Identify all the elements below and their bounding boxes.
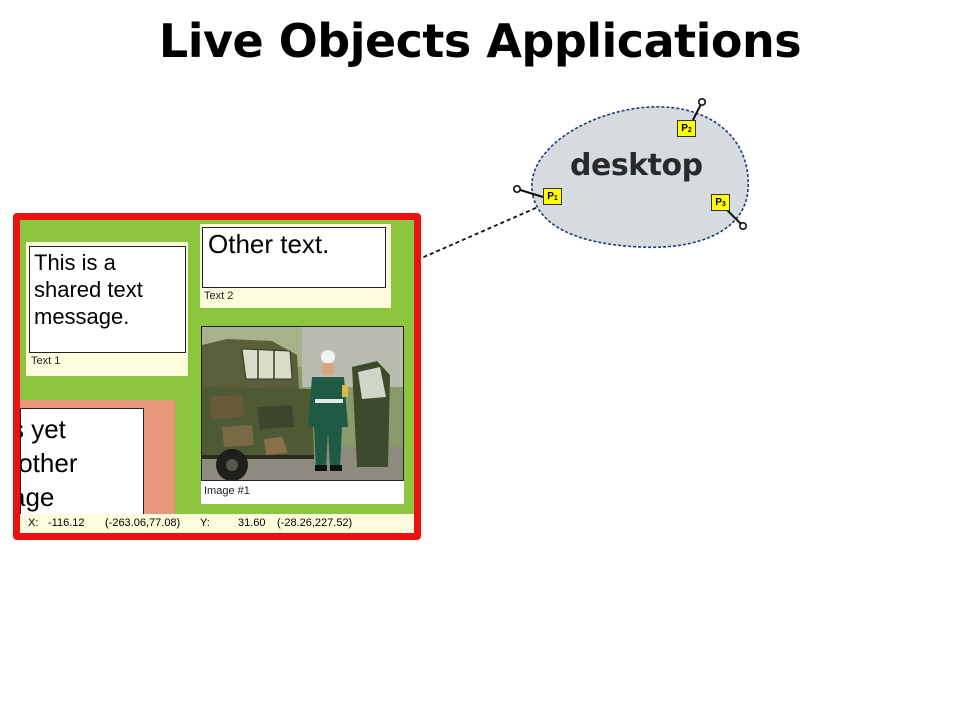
text2-content[interactable]: Other text. — [202, 227, 386, 288]
pin-p3-index: 3 — [721, 201, 726, 208]
status-y-pair: (-28.26,227.52) — [277, 517, 353, 529]
pin-1-stick — [516, 188, 544, 198]
text2-caption: Text 2 — [204, 290, 234, 302]
image-object[interactable]: Image #1 — [201, 326, 404, 504]
status-y-value: 31.60 — [238, 517, 266, 529]
photo-drawing — [202, 327, 403, 480]
connector-line — [416, 206, 539, 261]
coordinate-status-bar: X: -116.12 (-263.06,77.08) Y: 31.60 (-28… — [20, 514, 414, 533]
status-y-label: Y: — [200, 517, 210, 529]
pin-p2[interactable]: P2 — [677, 120, 696, 137]
soldier-jeep-photo — [201, 326, 404, 481]
text3-object[interactable]: s yet other age — [20, 400, 175, 520]
text3-content[interactable]: s yet other age — [20, 408, 144, 520]
pin-1-knob — [512, 185, 521, 194]
slide-title: Live Objects Applications — [158, 14, 802, 68]
text1-caption: Text 1 — [31, 355, 61, 367]
text3-clipped-text: s yet other age — [20, 414, 78, 512]
text1-content[interactable]: This is a shared text message. — [29, 246, 186, 353]
status-x-value: -116.12 — [48, 517, 85, 529]
pin-p3-letter: P — [715, 197, 722, 208]
pin-p3[interactable]: P3 — [711, 194, 730, 211]
desktop-blob — [531, 106, 749, 249]
status-x-pair: (-263.06,77.08) — [105, 517, 181, 529]
pin-3-knob — [738, 222, 747, 231]
status-x-label: X: — [28, 517, 39, 529]
text1-object[interactable]: This is a shared text message. Text 1 — [26, 242, 188, 376]
pin-p2-letter: P — [681, 123, 688, 134]
image-caption: Image #1 — [204, 485, 250, 497]
pin-p2-index: 2 — [687, 127, 692, 134]
pin-2-knob — [697, 98, 706, 107]
pin-p1[interactable]: P1 — [543, 188, 562, 205]
pin-p1-letter: P — [547, 191, 554, 202]
pin-p1-index: 1 — [553, 195, 558, 202]
desktop-label: desktop — [570, 148, 703, 183]
pin-3-stick — [725, 208, 744, 227]
text2-object[interactable]: Other text. Text 2 — [200, 224, 391, 308]
app-canvas[interactable]: This is a shared text message. Text 1 Ot… — [20, 220, 414, 533]
